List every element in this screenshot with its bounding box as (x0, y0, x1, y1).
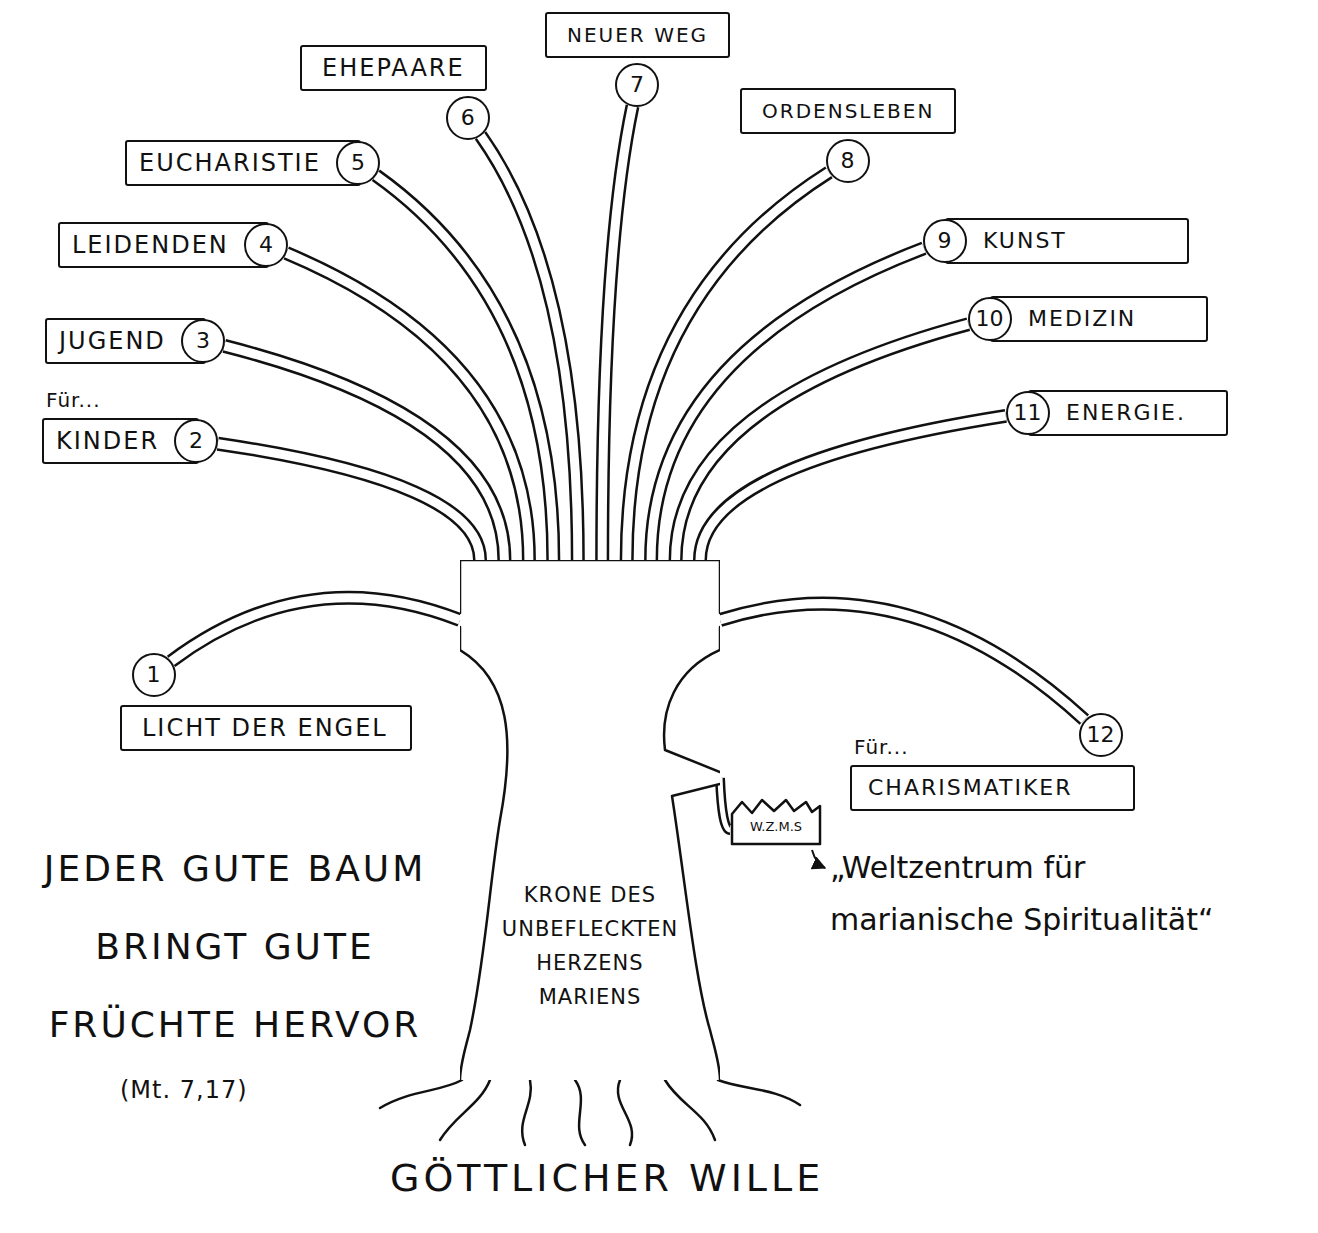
number-circle: 11 (1006, 391, 1050, 435)
number-circle: 5 (336, 141, 380, 185)
trunk-fill (460, 560, 720, 1080)
banner-text: MEDIZIN (1028, 302, 1136, 336)
callout-number: 8 (841, 148, 855, 174)
callout-number: 2 (189, 428, 203, 454)
branch-outline (218, 444, 480, 560)
tree-branch (481, 135, 578, 560)
branch-inner (651, 248, 924, 560)
branch-outline (720, 604, 1084, 720)
banner-text: KINDER (56, 424, 159, 458)
root-line (665, 1080, 715, 1140)
callout-number: 3 (196, 328, 210, 354)
branch-inner (171, 598, 460, 662)
banner-text: LICHT DER ENGEL (142, 711, 388, 745)
callout-number: 1 (147, 662, 161, 688)
crown-shape: W.Z.M.S (730, 798, 822, 846)
trunk-text: KRONE DES UNBEFLECKTEN HERZENS MARIENS (502, 878, 678, 1014)
number-circle: 3 (181, 319, 225, 363)
branch-inner (218, 444, 480, 560)
root-line (380, 1080, 462, 1108)
banner-text: LEIDENDEN (72, 228, 229, 262)
tree-branch (218, 444, 480, 560)
ribbon-banner: Für...KINDER2 (42, 418, 199, 464)
ribbon-banner: Für...CHARISMATIKER12 (850, 765, 1135, 811)
branch-outline (720, 778, 730, 830)
root-line (718, 1080, 800, 1105)
branch-outline (481, 135, 578, 560)
pointer-arrow (812, 850, 825, 868)
trunk-line (460, 560, 720, 1080)
ribbon-banner: EUCHARISTIE5 (125, 140, 361, 186)
branch-inner (700, 416, 1006, 560)
callout-number: 4 (259, 232, 273, 258)
ribbon-banner: NEUER WEG7 (545, 12, 730, 58)
ribbon-banner: LEIDENDEN4 (58, 222, 269, 268)
number-circle: 12 (1079, 713, 1123, 757)
branch-inner (720, 778, 730, 830)
bible-verse: JEDER GUTE BAUM BRINGT GUTE FRÜCHTE HERV… (20, 830, 450, 1064)
callout-number: 7 (630, 72, 644, 98)
callout-number: 12 (1087, 722, 1115, 748)
root-line (522, 1080, 531, 1145)
root-line (440, 1080, 490, 1140)
branch-inner (481, 135, 578, 560)
banner-text: JUGEND (59, 324, 166, 358)
tree-branch (651, 248, 924, 560)
callout-number: 9 (938, 228, 952, 254)
ribbon-banner: LICHT DER ENGEL1 (120, 705, 412, 751)
root-line (575, 1080, 585, 1145)
branch-inner (720, 604, 1084, 720)
centre-name: „Weltzentrum für marianische Spiritualit… (830, 842, 1270, 946)
crown-text: W.Z.M.S (730, 818, 822, 836)
ribbon-banner: EHEPAARE6 (300, 45, 487, 91)
banner-text: EHEPAARE (322, 51, 465, 85)
tree-branch (720, 778, 730, 830)
banner-text: KUNST (983, 224, 1067, 258)
branch-outline (171, 598, 460, 662)
tree-roots (380, 1080, 800, 1145)
callout-number: 11 (1014, 400, 1042, 426)
callout-number: 10 (976, 306, 1004, 332)
banner-text: NEUER WEG (567, 18, 708, 52)
tree-trunk: KRONE DES UNBEFLECKTEN HERZENS MARIENS (460, 560, 720, 1080)
banner-heading: Für... (854, 735, 909, 759)
number-circle: 4 (244, 223, 288, 267)
number-circle: 6 (446, 96, 490, 140)
branch-outline (700, 416, 1006, 560)
banner-text: EUCHARISTIE (139, 146, 321, 180)
ribbon-banner: KUNST9 (945, 218, 1189, 264)
number-circle: 2 (174, 419, 218, 463)
banner-text: CHARISMATIKER (868, 771, 1073, 805)
number-circle: 8 (826, 139, 870, 183)
ribbon-banner: JUGEND3 (45, 318, 206, 364)
number-circle: 7 (615, 63, 659, 107)
ribbon-banner: MEDIZIN10 (990, 296, 1208, 342)
callout-number: 5 (351, 150, 365, 176)
number-circle: 9 (923, 219, 967, 263)
callout-number: 6 (461, 105, 475, 131)
root-line (618, 1080, 632, 1145)
ribbon-banner: ENERGIE.11 (1028, 390, 1228, 436)
ribbon-banner: ORDENSLEBEN8 (740, 88, 956, 134)
number-circle: 10 (968, 297, 1012, 341)
banner-text: ENERGIE. (1066, 396, 1186, 430)
banner-heading: Für... (46, 388, 101, 412)
banner-text: ORDENSLEBEN (762, 94, 934, 128)
verse-reference: (Mt. 7,17) (120, 1075, 248, 1105)
tree-branch (700, 416, 1006, 560)
number-circle: 1 (132, 653, 176, 697)
tree-branch (720, 604, 1084, 720)
tree-branch (171, 598, 460, 662)
branch-outline (651, 248, 924, 560)
root-label: GÖTTLICHER WILLE (390, 1155, 824, 1201)
